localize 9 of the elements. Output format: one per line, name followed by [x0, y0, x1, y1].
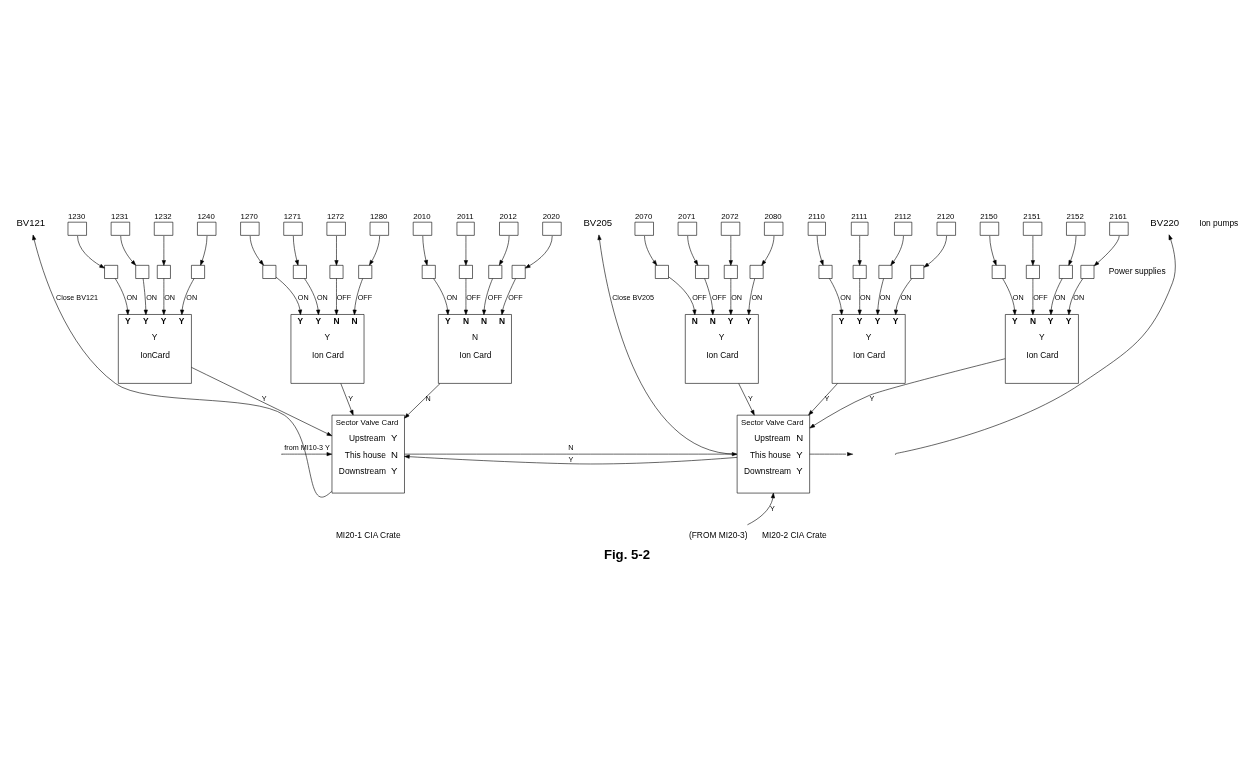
- node-text: BV205: [583, 216, 613, 228]
- node-text: BV220: [1150, 216, 1180, 228]
- label: Ion pumps: [1199, 217, 1239, 228]
- label: MI20-2 CIA Crate: [762, 529, 827, 540]
- diagram-title: Fig. 5-2: [603, 546, 651, 562]
- label: Power supplies: [1108, 265, 1166, 276]
- node-text: (FROM MI20-3): [688, 529, 748, 540]
- node-text: BV121: [16, 216, 46, 228]
- label: MI20-1 CIA Crate: [335, 529, 401, 540]
